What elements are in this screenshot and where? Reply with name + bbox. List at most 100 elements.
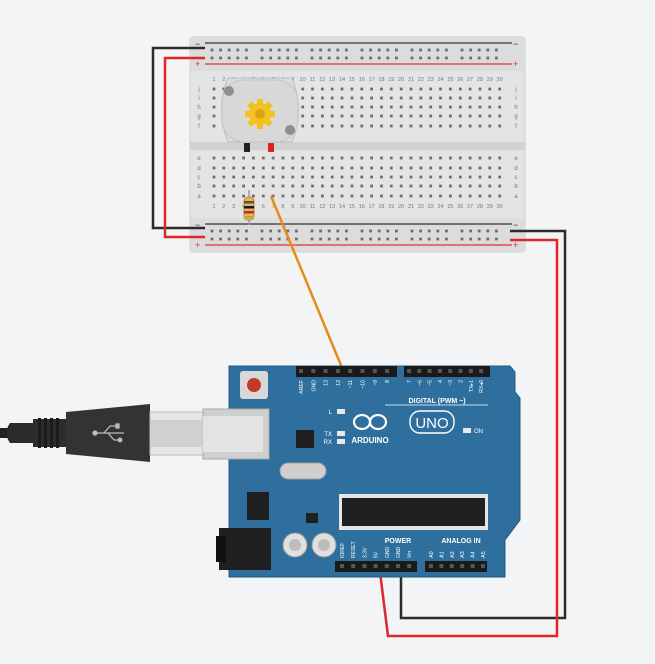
breadboard-hole[interactable] (409, 87, 413, 91)
breadboard-hole[interactable] (232, 175, 236, 179)
dc-motor[interactable] (221, 77, 299, 152)
digital-pin[interactable] (335, 369, 340, 373)
breadboard-hole[interactable] (409, 96, 413, 100)
breadboard-hole[interactable] (370, 166, 373, 170)
breadboard-hole[interactable] (360, 184, 364, 188)
breadboard-hole[interactable] (212, 114, 216, 118)
breadboard-hole[interactable] (439, 175, 442, 179)
breadboard-hole[interactable] (498, 184, 502, 188)
breadboard-hole[interactable] (311, 194, 314, 198)
breadboard-hole[interactable] (350, 114, 354, 118)
digital-pin[interactable] (468, 369, 473, 373)
breadboard-hole[interactable] (330, 175, 334, 179)
breadboard-hole[interactable] (340, 166, 344, 170)
breadboard-hole[interactable] (449, 114, 452, 118)
breadboard-hole[interactable] (419, 124, 423, 128)
breadboard-hole[interactable] (419, 87, 423, 91)
rail-hole[interactable] (360, 237, 364, 241)
breadboard-hole[interactable] (380, 166, 383, 170)
breadboard-hole[interactable] (311, 96, 314, 100)
digital-pin[interactable] (323, 369, 328, 373)
breadboard-hole[interactable] (409, 114, 413, 118)
breadboard-hole[interactable] (242, 175, 245, 179)
breadboard-hole[interactable] (370, 194, 373, 198)
breadboard-hole[interactable] (409, 124, 413, 128)
digital-pin[interactable] (479, 369, 484, 373)
rail-hole[interactable] (469, 48, 472, 52)
breadboard-hole[interactable] (468, 175, 472, 179)
rail-hole[interactable] (495, 56, 498, 60)
breadboard-hole[interactable] (222, 175, 226, 179)
rail-hole[interactable] (395, 229, 398, 233)
breadboard-hole[interactable] (380, 175, 383, 179)
breadboard-hole[interactable] (271, 156, 275, 160)
rail-hole[interactable] (377, 48, 381, 52)
power-pin[interactable] (407, 564, 412, 568)
breadboard-hole[interactable] (409, 156, 413, 160)
breadboard-hole[interactable] (330, 156, 334, 160)
breadboard-hole[interactable] (321, 124, 324, 128)
breadboard-hole[interactable] (380, 194, 383, 198)
breadboard-hole[interactable] (340, 184, 344, 188)
breadboard-hole[interactable] (252, 184, 255, 188)
breadboard-hole[interactable] (380, 87, 383, 91)
breadboard-hole[interactable] (271, 166, 275, 170)
breadboard-hole[interactable] (458, 184, 462, 188)
rail-hole[interactable] (486, 56, 490, 60)
rail-hole[interactable] (369, 48, 372, 52)
breadboard-hole[interactable] (458, 194, 462, 198)
breadboard-hole[interactable] (439, 184, 442, 188)
breadboard-hole[interactable] (321, 96, 324, 100)
rail-hole[interactable] (277, 237, 281, 241)
breadboard-hole[interactable] (380, 184, 383, 188)
breadboard-hole[interactable] (458, 105, 462, 109)
breadboard-hole[interactable] (389, 124, 393, 128)
wire-black-right[interactable] (399, 229, 567, 620)
breadboard-hole[interactable] (389, 105, 393, 109)
breadboard-hole[interactable] (380, 124, 383, 128)
rail-hole[interactable] (327, 56, 331, 60)
breadboard-hole[interactable] (321, 184, 324, 188)
breadboard-hole[interactable] (360, 156, 364, 160)
breadboard-hole[interactable] (389, 114, 393, 118)
breadboard-hole[interactable] (350, 194, 354, 198)
rail-hole[interactable] (436, 237, 440, 241)
breadboard-hole[interactable] (301, 114, 305, 118)
breadboard-hole[interactable] (252, 166, 255, 170)
breadboard-hole[interactable] (340, 156, 344, 160)
rail-hole[interactable] (336, 48, 340, 52)
rail-hole[interactable] (477, 229, 481, 233)
rail-hole[interactable] (236, 48, 240, 52)
breadboard-hole[interactable] (498, 114, 502, 118)
breadboard-hole[interactable] (330, 114, 334, 118)
power-pin[interactable] (351, 564, 356, 568)
rail-hole[interactable] (395, 237, 398, 241)
rail-hole[interactable] (260, 229, 264, 233)
breadboard-hole[interactable] (311, 166, 314, 170)
rail-hole[interactable] (419, 229, 422, 233)
breadboard-hole[interactable] (429, 124, 433, 128)
breadboard-hole[interactable] (399, 114, 403, 118)
breadboard-hole[interactable] (271, 184, 275, 188)
breadboard-hole[interactable] (340, 124, 344, 128)
rail-hole[interactable] (445, 237, 448, 241)
power-pin[interactable] (396, 564, 400, 568)
breadboard-hole[interactable] (271, 194, 275, 198)
breadboard-hole[interactable] (311, 114, 314, 118)
breadboard-hole[interactable] (232, 156, 236, 160)
breadboard-hole[interactable] (321, 114, 324, 118)
breadboard-hole[interactable] (488, 87, 492, 91)
breadboard-hole[interactable] (498, 175, 502, 179)
rail-hole[interactable] (427, 48, 431, 52)
breadboard-hole[interactable] (488, 175, 492, 179)
rail-hole[interactable] (260, 56, 264, 60)
breadboard-hole[interactable] (301, 175, 305, 179)
power-pin[interactable] (373, 564, 378, 568)
breadboard-hole[interactable] (360, 96, 364, 100)
digital-pin[interactable] (448, 369, 453, 373)
breadboard-hole[interactable] (409, 166, 413, 170)
breadboard-hole[interactable] (419, 184, 423, 188)
rail-hole[interactable] (369, 56, 372, 60)
rail-hole[interactable] (310, 56, 314, 60)
breadboard-hole[interactable] (281, 156, 285, 160)
